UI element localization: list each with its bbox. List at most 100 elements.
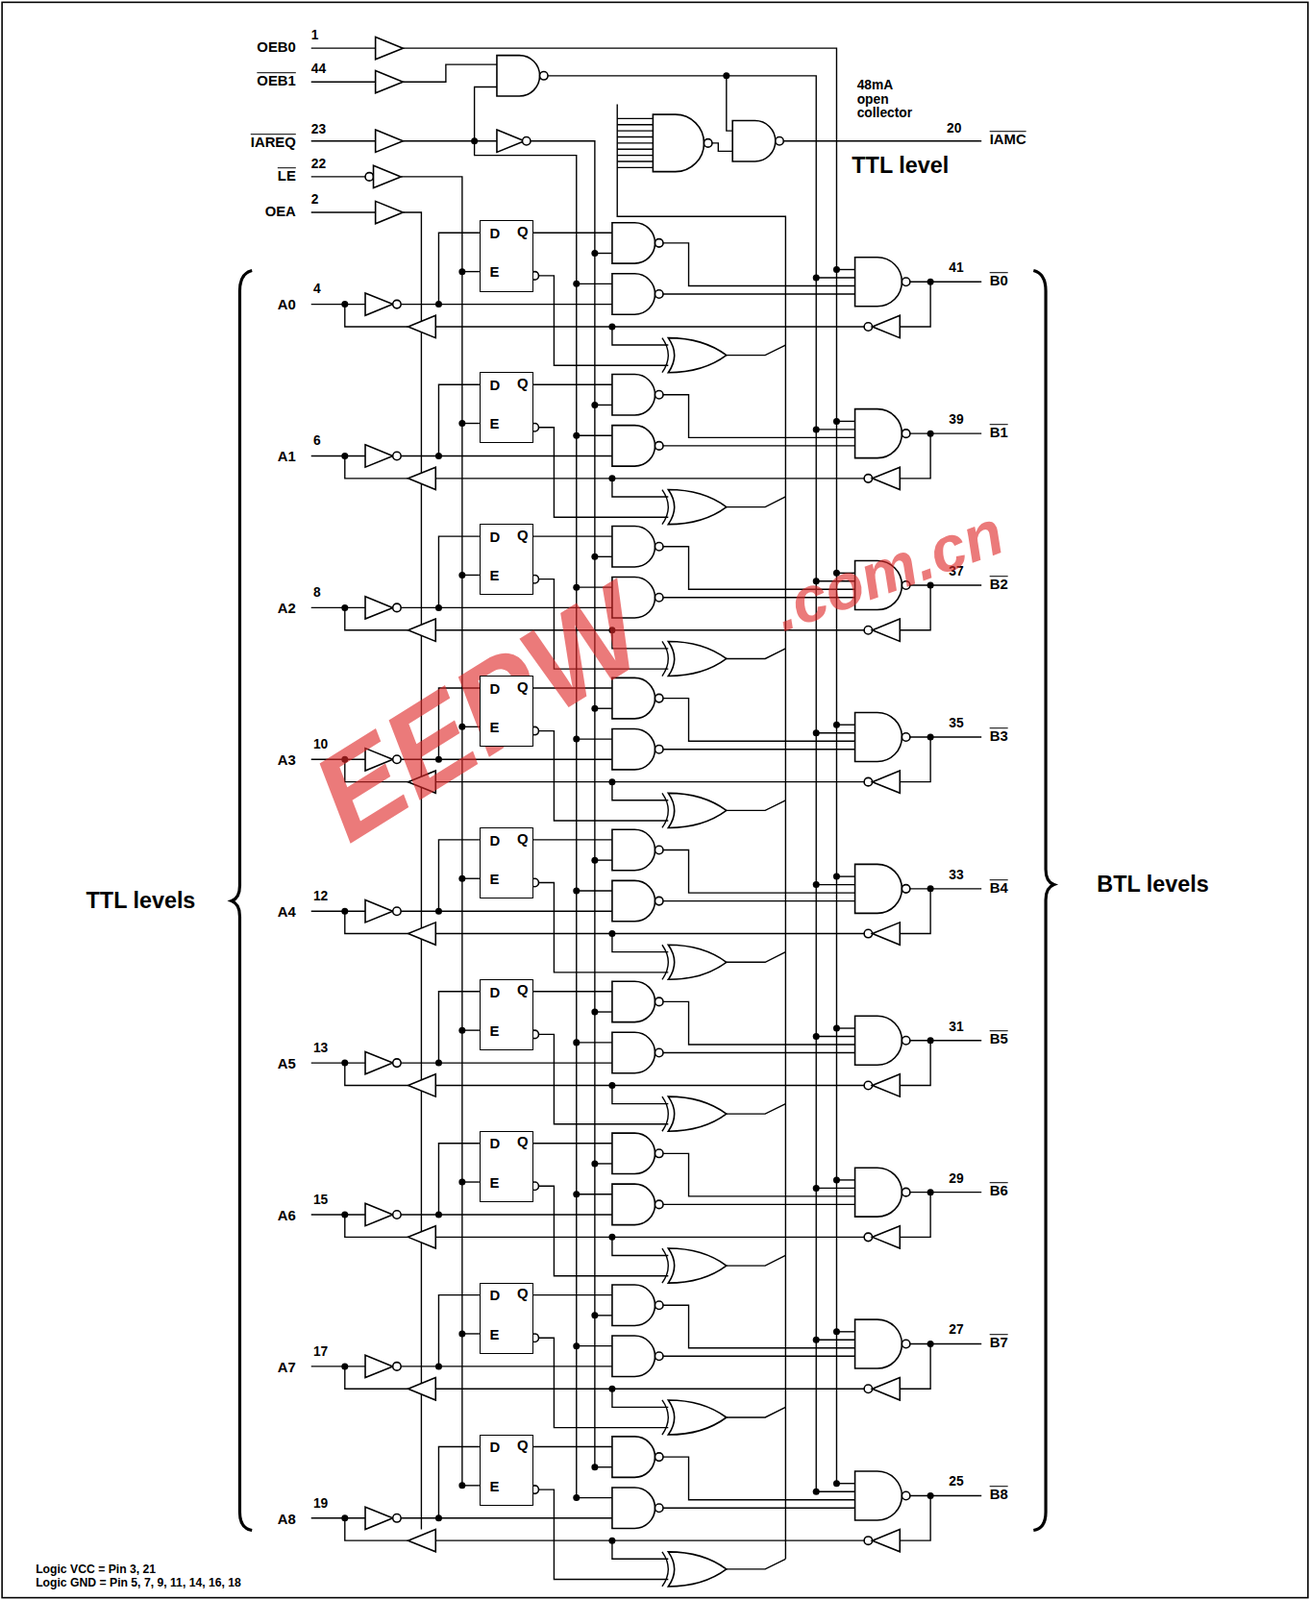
inversion-bubble: [901, 1339, 910, 1348]
nand-gate: [612, 1285, 656, 1326]
pin-number: Logic GND = Pin 5, 7, 9, 11, 14, 16, 18: [35, 1577, 242, 1590]
inversion-bubble: [655, 542, 664, 550]
wire: [910, 1343, 982, 1345]
latch-pin-letter: Q: [517, 1135, 529, 1150]
wire: [910, 1191, 982, 1193]
nand-gate: [612, 374, 656, 416]
nand-gate: [855, 1015, 903, 1065]
junction-dot: [813, 1488, 820, 1496]
junction-dot: [833, 1025, 841, 1033]
buffer-symbol: [408, 618, 437, 642]
pin-number: 23: [311, 123, 326, 137]
junction-dot: [591, 1311, 598, 1319]
wire: [311, 607, 366, 609]
signal-name: IAREQ: [250, 135, 297, 151]
wire: [617, 167, 653, 169]
buffer-symbol: [408, 1226, 437, 1249]
buffer-symbol: [373, 165, 402, 188]
pin-number: 4: [313, 282, 322, 297]
junction-dot: [833, 873, 841, 881]
nand-gate: [612, 222, 656, 264]
junction-dot: [722, 72, 730, 79]
latch-pin-letter: D: [489, 985, 500, 1000]
inversion-bubble: [393, 299, 401, 308]
xor-gate: [662, 338, 668, 373]
junction-dot: [833, 721, 841, 729]
latch-pin-letter: E: [489, 1175, 499, 1190]
junction-dot: [572, 280, 580, 288]
signal-name: OEB0: [256, 40, 296, 56]
junction-dot: [927, 1037, 935, 1044]
buffer-symbol: [872, 770, 901, 793]
wire: [663, 748, 856, 750]
latch-box: DQE: [479, 827, 534, 899]
wire: [311, 455, 366, 457]
wire: [663, 444, 856, 446]
buffer-symbol: [872, 1074, 901, 1097]
wire: [576, 283, 613, 285]
junction-dot: [833, 418, 841, 425]
junction-dot: [572, 887, 580, 894]
inversion-bubble: [655, 845, 664, 854]
inversion-bubble: [655, 1504, 664, 1512]
latch-pin-letter: E: [489, 568, 499, 584]
wire: [663, 1507, 856, 1509]
wire: [783, 140, 982, 142]
buffer-symbol: [408, 922, 437, 945]
wire: [400, 1213, 613, 1215]
wire: [726, 75, 733, 131]
wire: [576, 889, 613, 891]
pin-number: 6: [313, 434, 322, 448]
junction-dot: [458, 571, 466, 579]
latch-pin-letter: Q: [517, 1286, 529, 1302]
wire: [438, 1447, 479, 1519]
wire: [663, 1153, 856, 1197]
signal-name: TTL level: [851, 153, 949, 178]
junction-dot: [572, 736, 580, 743]
junction-dot: [435, 604, 443, 612]
wire: [402, 64, 497, 82]
junction-dot: [608, 930, 616, 938]
buffer-symbol: [872, 467, 901, 490]
wire: [400, 455, 613, 457]
latch-pin-letter: D: [489, 226, 500, 242]
nand-gate: [855, 1167, 903, 1217]
wire: [530, 990, 613, 992]
junction-dot: [813, 729, 820, 737]
wire: [576, 1497, 613, 1499]
latch-pin-letter: E: [489, 1327, 499, 1342]
junction-dot: [591, 1160, 598, 1167]
inversion-bubble: [393, 451, 401, 460]
buffer-symbol: [375, 129, 404, 152]
wire: [435, 477, 865, 479]
nand-gate: [855, 1319, 903, 1369]
signal-name: TTL levels: [86, 889, 197, 914]
junction-dot: [591, 857, 598, 865]
buffer-symbol: [365, 1203, 394, 1226]
inversion-bubble: [901, 733, 910, 742]
junction-dot: [458, 268, 466, 275]
wire: [311, 1062, 366, 1063]
latch-box: DQE: [479, 1131, 534, 1203]
watermark: .com.cn: [764, 498, 1012, 643]
buffer-symbol: [872, 315, 901, 338]
wire: [311, 211, 376, 213]
latch-pin-letter: D: [489, 833, 500, 848]
wire: [815, 1187, 855, 1189]
wire: [726, 1255, 787, 1266]
junction-dot: [572, 1342, 580, 1350]
junction-dot: [591, 401, 598, 409]
pin-number: 20: [946, 122, 962, 136]
pin-number: 44: [311, 62, 326, 76]
nand-gate: [612, 1133, 656, 1174]
pin-number: 12: [313, 889, 328, 904]
signal-name: IAMC: [989, 133, 1027, 149]
inversion-bubble: [655, 1453, 664, 1461]
junction-dot: [435, 1060, 443, 1067]
wire: [910, 432, 982, 434]
latch-pin-letter: Q: [517, 679, 529, 694]
junction-dot: [341, 908, 348, 915]
wire: [576, 1345, 613, 1347]
